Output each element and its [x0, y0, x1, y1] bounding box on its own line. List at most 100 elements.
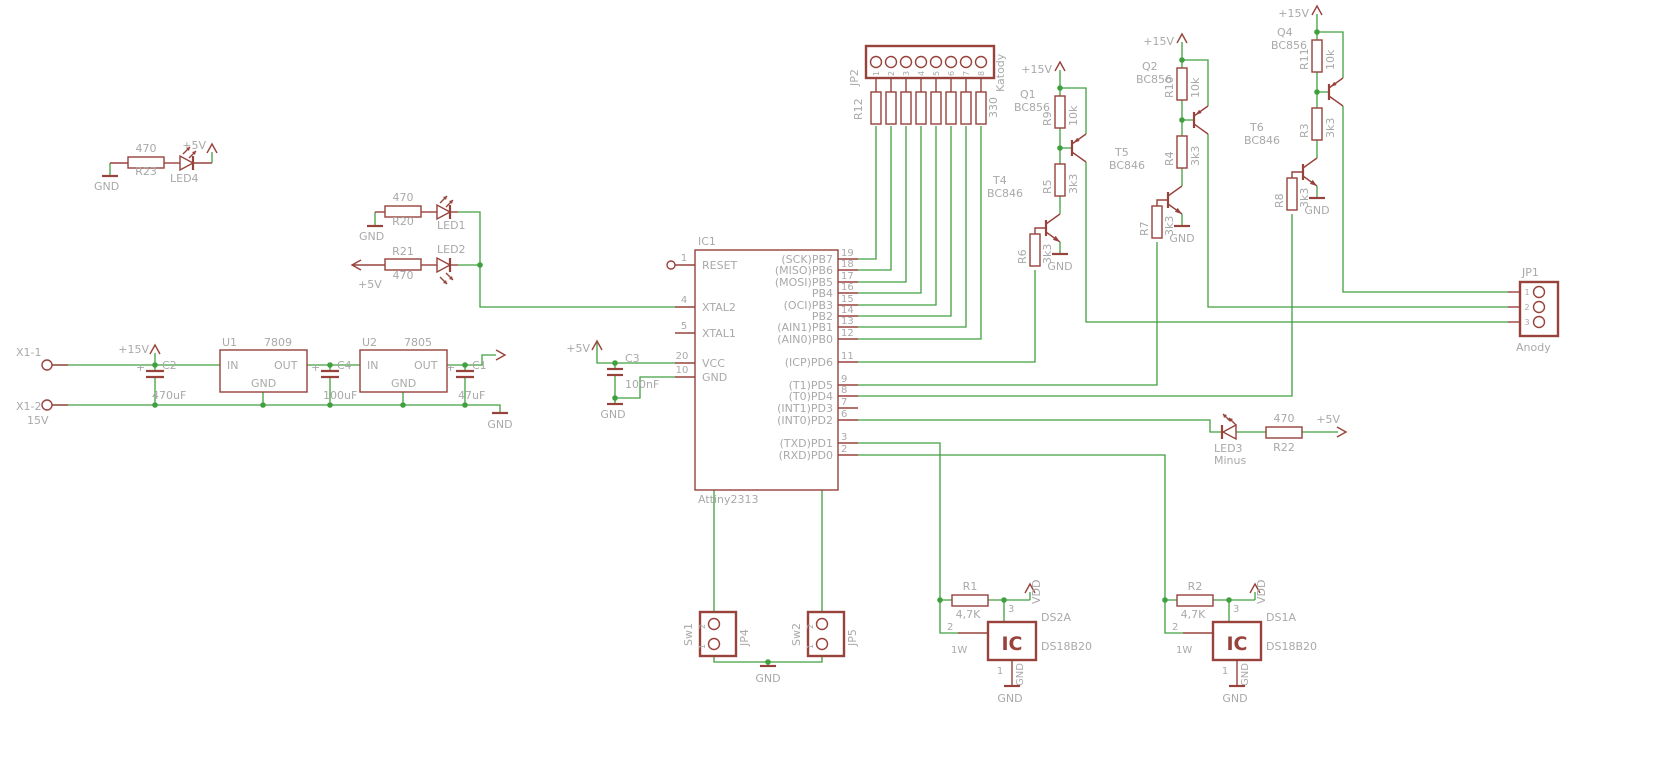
shape: IC [1226, 633, 1247, 655]
shape: GND [1015, 663, 1026, 686]
shape [858, 126, 922, 294]
shape: (MISO)PB6 [775, 264, 833, 277]
shape [179, 154, 195, 172]
shape: 13 [841, 316, 854, 327]
shape [1195, 109, 1202, 115]
resistor-r11 [1311, 39, 1323, 73]
shape [436, 203, 452, 221]
shape: U2 [362, 336, 377, 349]
shape [937, 597, 943, 603]
capacitor-c3: C3 100nF [607, 352, 659, 391]
shape [1162, 597, 1168, 603]
shape: (INT1)PD3 [777, 402, 833, 415]
shape [1156, 199, 1168, 206]
shape [870, 91, 882, 125]
shape: 3 [902, 71, 911, 76]
shape: GND [359, 230, 384, 243]
shape: R6 [1016, 249, 1029, 264]
shape: +15V [1143, 35, 1174, 48]
shape [52, 404, 501, 413]
shape [858, 126, 892, 271]
led-name: LED1 [437, 219, 466, 232]
supply-label: +5V [182, 139, 206, 152]
shape [858, 126, 952, 317]
shape [899, 55, 913, 69]
shape: + [311, 361, 320, 374]
shape: (AIN1)PB1 [777, 321, 833, 334]
shape: T5 [1114, 146, 1129, 159]
shape [858, 126, 937, 306]
regulator-u1: U1 7809 IN OUT GND [219, 336, 308, 393]
shape: (INT0)PD2 [777, 414, 833, 427]
shape: 18 [841, 259, 854, 270]
shape [1342, 106, 1508, 293]
resistor-name: R23 [135, 165, 157, 178]
shape: BC846 [987, 187, 1023, 200]
shape [713, 490, 823, 619]
driver-2: R7 3k3 T5 BC846 GND R4 3k3 R10 10k +15V … [1109, 32, 1209, 245]
shape [1052, 235, 1060, 242]
shape: 3k3 [1298, 188, 1311, 208]
shape: 3 [841, 432, 847, 443]
supply-arrow-icon [591, 339, 603, 351]
shape: X1-2 [16, 400, 42, 413]
shape: XTAL2 [702, 301, 736, 314]
shape: BC846 [1244, 134, 1280, 147]
shape [1181, 42, 1209, 226]
shape: R11 [1298, 48, 1311, 70]
shape: GND [1047, 260, 1072, 273]
shape [858, 126, 907, 283]
shape: U1 [222, 336, 237, 349]
regulator-u2: U2 7805 IN OUT GND [359, 336, 448, 393]
led-name: LED4 [170, 172, 199, 185]
shape [443, 280, 447, 284]
shape: 100nF [625, 378, 659, 391]
shape [1330, 81, 1337, 87]
transistor-t6-icon [1301, 157, 1318, 187]
shape [1223, 414, 1227, 418]
resistor-value: 330 [987, 97, 1000, 118]
sensor-name: DS1A [1266, 611, 1296, 624]
shape [930, 91, 942, 125]
shape [1532, 285, 1546, 299]
shape [1045, 213, 1061, 243]
shape: 10k [1324, 49, 1337, 70]
shape: + [446, 361, 455, 374]
shape: R10 [1163, 76, 1176, 98]
led2-circuit: +5V R21 470 LED2 [350, 243, 466, 291]
shape: 5 [681, 321, 687, 332]
transistor-q1-icon [1070, 133, 1087, 163]
shape [707, 637, 721, 651]
shape: RESET [702, 259, 738, 272]
shape: 1 [872, 71, 881, 76]
shape: 470 [393, 191, 414, 204]
shape [885, 91, 897, 125]
shape: 10 [676, 365, 689, 376]
gnd-symbol: GND [600, 398, 626, 421]
shape [359, 349, 448, 393]
shape [186, 147, 190, 151]
shape: (SCK)PB7 [781, 253, 833, 266]
shape: 470 [1274, 412, 1295, 425]
shape: GND [997, 692, 1022, 705]
shape: 15V [27, 414, 49, 427]
led-led3-icon [1220, 413, 1237, 441]
shape [1316, 14, 1344, 198]
shape: 5 [932, 71, 941, 76]
shape [41, 399, 53, 411]
shape [152, 362, 158, 368]
connector-jp1: 1 2 3 JP1 Anody [1508, 266, 1560, 354]
resistor-name: R12 [852, 98, 865, 120]
shape [219, 349, 308, 393]
resistor-r10 [1176, 67, 1188, 101]
shape [875, 78, 982, 92]
shape: IN [367, 359, 378, 372]
shape: 6 [841, 409, 847, 420]
shape: R2 [1188, 580, 1203, 593]
shape: 470uF [152, 389, 186, 402]
shape: 7805 [404, 336, 432, 349]
shape [443, 196, 447, 200]
jp2-name: JP2 [848, 69, 861, 87]
shape: 3k3 [1189, 146, 1202, 166]
transistor-q4-icon [1327, 77, 1344, 107]
